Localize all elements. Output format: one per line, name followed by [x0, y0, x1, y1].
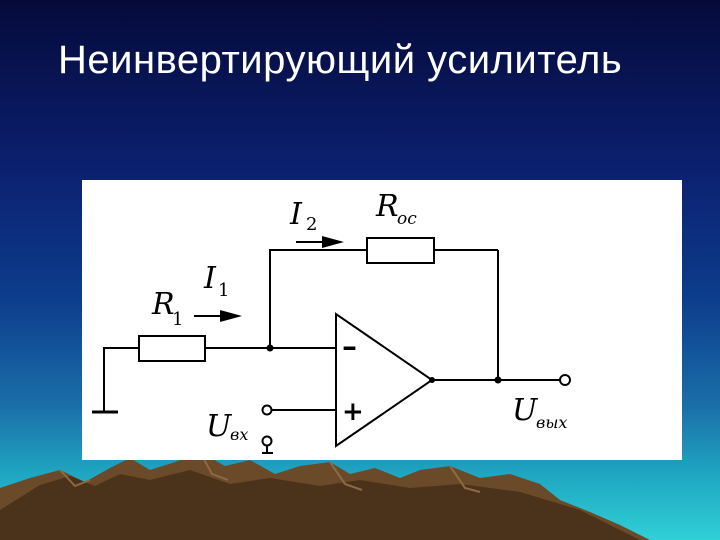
output-terminal	[559, 374, 571, 386]
op-amp-minus-sign: –	[342, 329, 357, 364]
svg-text:I: I	[289, 197, 303, 232]
current-arrow-i1	[194, 310, 242, 322]
resistor-r-feedback	[366, 237, 435, 264]
mountains	[0, 451, 650, 540]
svg-text:1: 1	[172, 309, 183, 330]
input-terminal	[261, 404, 273, 416]
input-terminal-lower	[261, 435, 273, 447]
svg-text:R: R	[151, 287, 175, 322]
svg-text:U: U	[512, 393, 539, 428]
junction-dot-input	[266, 344, 274, 352]
junction-dot-output	[494, 376, 502, 384]
slide-title: Неинвертирующий усилитель	[58, 38, 623, 82]
svg-text:R: R	[375, 189, 399, 224]
label-r-feedback: R ос	[375, 189, 417, 229]
label-i2: I 2	[289, 197, 317, 235]
current-arrow-i2	[296, 236, 344, 248]
op-amp-plus-sign: +	[342, 397, 364, 427]
svg-text:2: 2	[306, 214, 317, 235]
svg-text:вх: вх	[230, 425, 248, 444]
svg-text:1: 1	[218, 280, 229, 301]
label-r1: R 1	[151, 287, 183, 330]
op-amp-triangle	[335, 312, 434, 448]
svg-text:I: I	[203, 261, 217, 296]
resistor-r1	[138, 335, 206, 362]
label-u-out: U вых	[512, 393, 567, 432]
label-u-in: U вх	[206, 409, 248, 444]
svg-text:U: U	[206, 409, 233, 444]
label-i1: I 1	[203, 261, 229, 301]
junction-dot-opamp-out	[429, 377, 435, 383]
circuit-diagram: – + I 2 R ос I 1	[82, 180, 682, 460]
ground-wire	[103, 347, 139, 412]
svg-text:вых: вых	[536, 413, 567, 432]
svg-text:ос: ос	[397, 209, 417, 229]
